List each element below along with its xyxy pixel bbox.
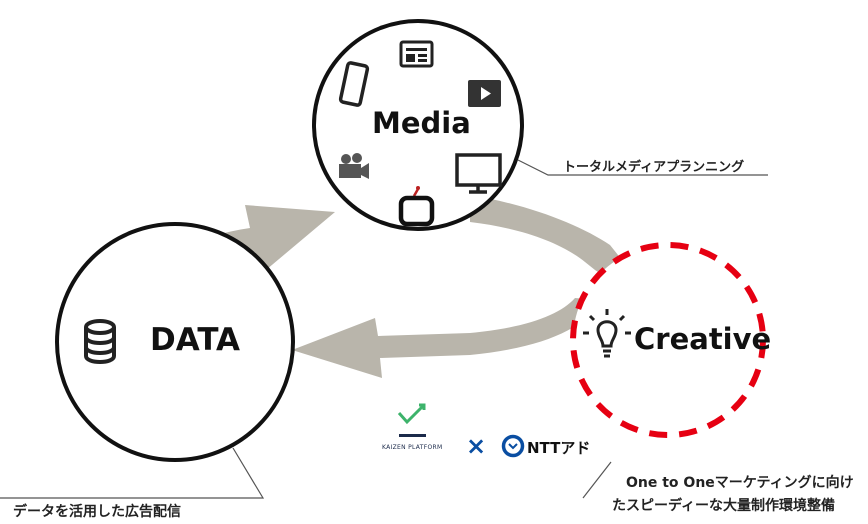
data-annotation: データを活用した広告配信 (13, 504, 181, 520)
newspaper-icon (399, 40, 434, 68)
partner-times-sign: × (466, 432, 487, 460)
data-leader-line (0, 447, 265, 499)
play-icon (468, 80, 501, 107)
lightbulb-icon (583, 309, 631, 358)
monitor-icon (455, 153, 502, 194)
video-camera-icon (339, 153, 369, 179)
smartphone-icon (338, 61, 370, 107)
ntt-ad-wordmark: NTTアド (527, 439, 591, 457)
creative-title: Creative (634, 322, 772, 356)
data-title: DATA (150, 322, 241, 358)
creative-leader-line (582, 461, 612, 499)
media-title: Media (372, 106, 471, 140)
leader-lines (0, 159, 768, 499)
database-icon (84, 319, 116, 364)
creative-annotation-line1: One to Oneマーケティングに向け (626, 475, 854, 491)
ntt-ad-mark-icon (501, 434, 525, 458)
tv-retro-icon (398, 186, 435, 227)
data-circle (55, 222, 295, 462)
media-annotation: トータルメディアプランニング (563, 160, 745, 175)
kaizen-platform-logo (397, 403, 426, 437)
creative-circle (570, 242, 766, 438)
creative-annotation-line2: たスピーディーな大量制作環境整備 (612, 498, 836, 514)
kaizen-platform-wordmark: KAIZEN PLATFORM (382, 444, 443, 451)
media-leader-line (517, 159, 768, 176)
flow-arrow-to-creative (470, 195, 640, 300)
flow-arrow-to-data (292, 298, 600, 378)
